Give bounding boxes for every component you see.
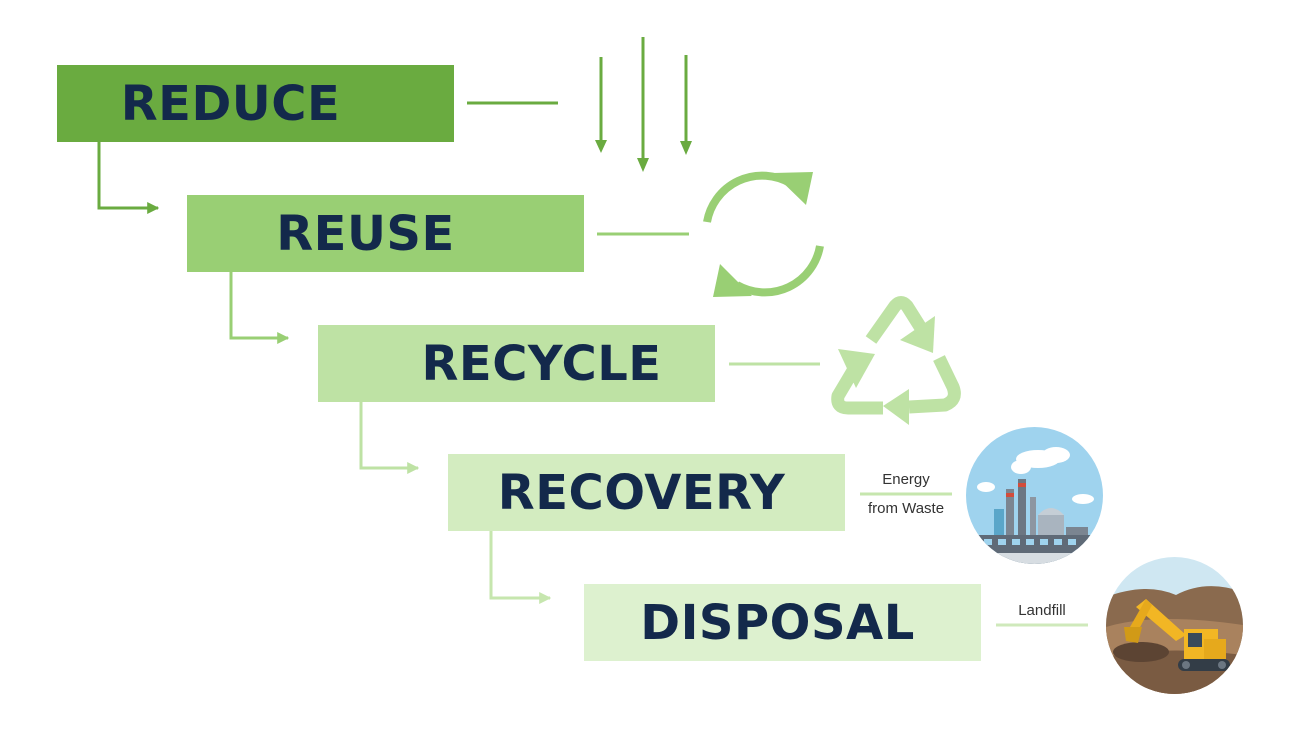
- step-reuse: REUSE: [187, 195, 584, 272]
- disposal-caption: Landfill: [1018, 602, 1066, 619]
- step-label: RECYCLE: [421, 335, 662, 392]
- step-label: RECOVERY: [497, 464, 786, 521]
- step-label: REDUCE: [120, 75, 341, 132]
- factory-icon: [966, 427, 1103, 564]
- recovery-caption-line1: Energy: [882, 471, 930, 488]
- elbow-recovery-disposal: [489, 531, 552, 604]
- excavator-icon: [1106, 557, 1243, 694]
- step-label: DISPOSAL: [640, 594, 915, 651]
- elbow-reduce-reuse: [97, 142, 160, 214]
- circular-arrows-icon: [703, 171, 824, 297]
- step-recycle: RECYCLE: [318, 325, 715, 402]
- step-label: REUSE: [276, 205, 455, 262]
- down-arrows-icon: [595, 37, 692, 172]
- step-reduce: REDUCE: [57, 65, 454, 142]
- step-disposal: DISPOSAL: [584, 584, 981, 661]
- step-recovery: RECOVERY: [448, 454, 845, 531]
- recovery-caption: Energy from Waste: [856, 465, 956, 523]
- elbow-reuse-recycle: [229, 272, 290, 344]
- recycle-triangle-icon: [831, 296, 961, 425]
- recovery-caption-line2: from Waste: [867, 500, 945, 517]
- elbow-recycle-recovery: [359, 402, 420, 474]
